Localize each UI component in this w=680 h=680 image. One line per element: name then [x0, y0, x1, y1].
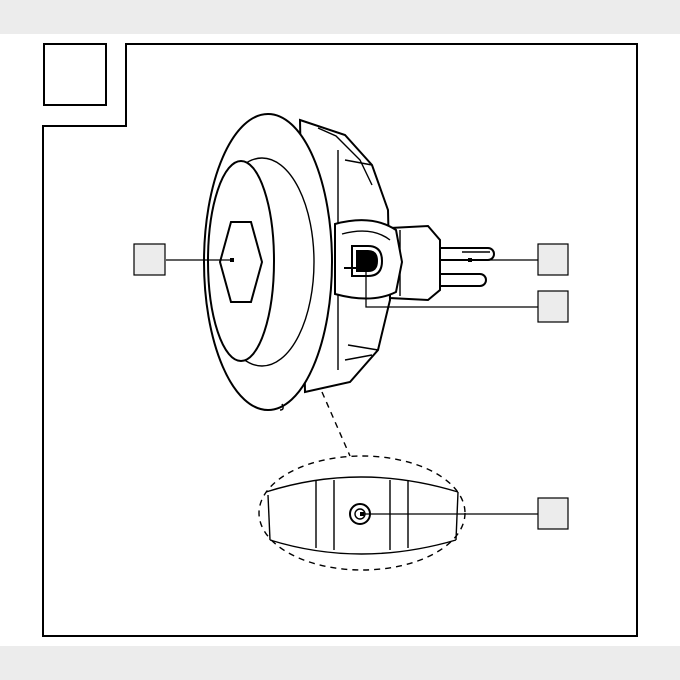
top-margin-band [0, 0, 680, 34]
magnify-pointer [321, 391, 351, 457]
hex-lens [218, 221, 264, 303]
callout-switch [537, 290, 569, 323]
switch-toggle [344, 245, 384, 277]
callout-lens [133, 243, 166, 276]
front-dome [203, 113, 333, 411]
callout-plug-pin [537, 243, 569, 276]
callout-sensor [537, 497, 569, 530]
bottom-margin-band [0, 646, 680, 680]
leader-lines [166, 258, 538, 516]
figure-number-box [43, 43, 107, 106]
